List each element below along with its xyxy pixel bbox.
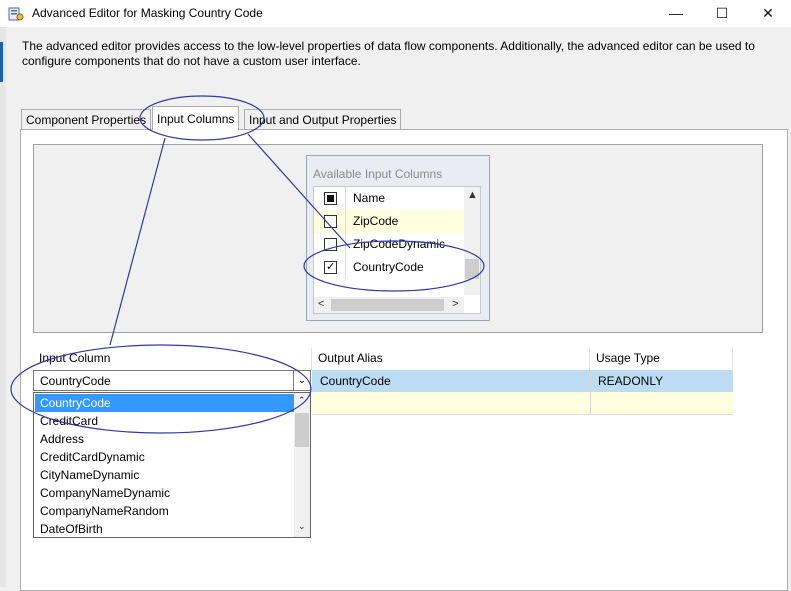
- scroll-right-icon[interactable]: >: [452, 298, 459, 310]
- column-checkbox[interactable]: [324, 215, 337, 228]
- scroll-left-icon[interactable]: <: [318, 298, 325, 310]
- column-header-input[interactable]: Input Column: [33, 348, 312, 370]
- column-name: CountryCode: [353, 260, 424, 274]
- available-columns-title: Available Input Columns: [313, 167, 443, 181]
- dropdown-option[interactable]: DateOfBirth: [40, 522, 103, 536]
- column-checkbox-checked[interactable]: ✓: [324, 261, 337, 274]
- maximize-button[interactable]: ☐: [715, 5, 729, 21]
- tab-component-properties[interactable]: Component Properties: [21, 109, 152, 130]
- background-window-accent: [0, 42, 3, 82]
- input-column-combobox[interactable]: CountryCode ⌄: [33, 370, 311, 391]
- app-icon: [8, 6, 24, 22]
- column-checkbox[interactable]: [324, 238, 337, 251]
- select-all-checkbox[interactable]: [324, 192, 337, 205]
- name-column-header: Name: [353, 191, 386, 205]
- column-name: ZipCodeDynamic: [353, 237, 446, 251]
- column-header-usage[interactable]: Usage Type: [590, 348, 733, 370]
- dropdown-option[interactable]: CountryCode: [35, 394, 294, 412]
- list-item[interactable]: ZipCode: [314, 210, 464, 233]
- tab-input-output-properties[interactable]: Input and Output Properties: [244, 109, 402, 130]
- list-item[interactable]: ✓ CountryCode: [314, 256, 464, 279]
- scroll-down-icon[interactable]: ⌄: [298, 521, 306, 531]
- dropdown-option[interactable]: CompanyNameDynamic: [40, 486, 171, 500]
- chevron-down-icon[interactable]: ⌄: [293, 371, 310, 390]
- dropdown-option[interactable]: CreditCardDynamic: [40, 450, 145, 464]
- table-row-new[interactable]: [312, 392, 733, 415]
- dropdown-option[interactable]: CityNameDynamic: [40, 468, 140, 482]
- horizontal-scrollbar[interactable]: < >: [314, 297, 464, 313]
- scroll-up-icon[interactable]: ▲: [467, 189, 478, 201]
- minimize-button[interactable]: —: [669, 5, 683, 21]
- scroll-thumb[interactable]: [295, 413, 309, 447]
- list-item[interactable]: ZipCodeDynamic: [314, 233, 464, 256]
- window-title: Advanced Editor for Masking Country Code: [32, 6, 263, 20]
- title-bar[interactable]: [0, 0, 791, 27]
- editor-description: The advanced editor provides access to t…: [22, 39, 755, 68]
- tab-input-columns[interactable]: Input Columns: [152, 106, 240, 130]
- scroll-thumb[interactable]: [465, 259, 479, 279]
- cell-divider: [590, 370, 591, 392]
- combobox-value: CountryCode: [40, 374, 111, 388]
- usage-type-cell[interactable]: READONLY: [598, 374, 664, 388]
- check-icon: ✓: [326, 261, 336, 273]
- column-header-alias[interactable]: Output Alias: [312, 348, 590, 370]
- cell-divider: [590, 392, 591, 414]
- scroll-thumb[interactable]: [331, 299, 444, 311]
- input-column-dropdown[interactable]: CountryCode CreditCard Address CreditCar…: [33, 392, 311, 538]
- output-alias-cell[interactable]: CountryCode: [320, 374, 391, 388]
- table-row[interactable]: CountryCode READONLY: [312, 370, 733, 392]
- column-divider: [345, 187, 346, 279]
- vertical-scrollbar[interactable]: ▲: [464, 187, 480, 295]
- close-button[interactable]: ✕: [762, 5, 774, 21]
- dropdown-option[interactable]: Address: [40, 432, 85, 446]
- background-window-edge: [0, 27, 6, 587]
- available-columns-list: Name ZipCode ZipCodeDynamic ✓ CountryCod…: [313, 186, 481, 314]
- dropdown-scrollbar[interactable]: ⌃ ⌄: [294, 393, 310, 537]
- tab-label: Component Properties: [26, 113, 147, 127]
- tab-label: Input Columns: [157, 112, 235, 126]
- list-header: Name: [314, 187, 464, 210]
- dropdown-option[interactable]: CompanyNameRandom: [40, 504, 169, 518]
- column-name: ZipCode: [353, 214, 399, 228]
- dropdown-option[interactable]: CreditCard: [40, 414, 99, 428]
- scroll-up-icon[interactable]: ⌃: [298, 395, 306, 405]
- tab-label: Input and Output Properties: [249, 113, 397, 127]
